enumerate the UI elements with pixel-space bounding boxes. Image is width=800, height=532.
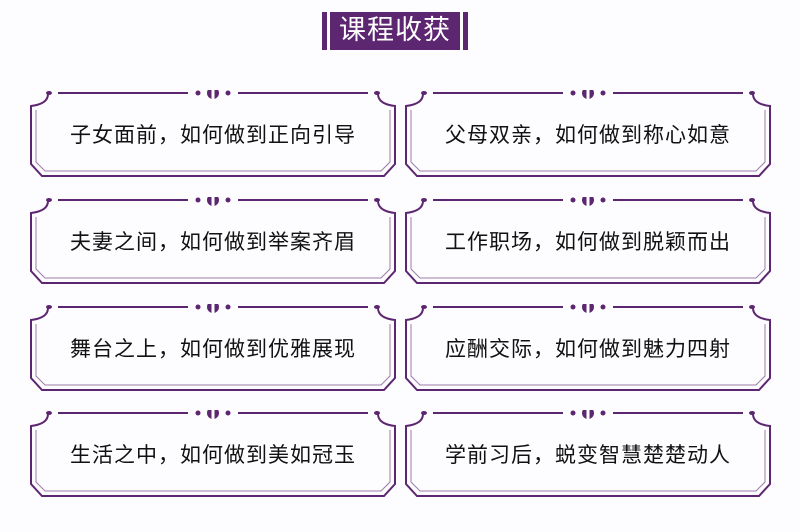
card-text: 应酬交际，如何做到魅力四射 <box>445 337 731 361</box>
ornate-frame-icon <box>405 90 771 177</box>
course-benefit-card: 子女面前，如何做到正向引导 <box>28 90 398 182</box>
ornate-frame-icon <box>30 90 396 177</box>
ornate-frame-icon <box>405 197 771 284</box>
course-benefit-card: 应酬交际，如何做到魅力四射 <box>403 304 773 396</box>
card-text: 父母双亲，如何做到称心如意 <box>445 123 731 147</box>
ornate-frame-icon <box>30 197 396 284</box>
ornate-frame-icon <box>405 304 771 391</box>
title-bar-left <box>322 12 327 50</box>
course-benefit-card: 舞台之上，如何做到优雅展现 <box>28 304 398 396</box>
card-text: 工作职场，如何做到脱颖而出 <box>445 230 731 254</box>
ornate-frame-icon <box>30 410 396 497</box>
ornate-frame-icon <box>30 304 396 391</box>
card-text: 舞台之上，如何做到优雅展现 <box>70 337 356 361</box>
course-benefit-card: 学前习后，蜕变智慧楚楚动人 <box>403 410 773 502</box>
ornate-frame-icon <box>405 410 771 497</box>
course-benefit-card: 夫妻之间，如何做到举案齐眉 <box>28 197 398 289</box>
card-text: 学前习后，蜕变智慧楚楚动人 <box>445 443 731 467</box>
card-text: 生活之中，如何做到美如冠玉 <box>70 443 356 467</box>
title-bar-right <box>463 12 468 50</box>
course-benefit-card: 工作职场，如何做到脱颖而出 <box>403 197 773 289</box>
card-text: 夫妻之间，如何做到举案齐眉 <box>70 230 356 254</box>
course-benefit-card: 父母双亲，如何做到称心如意 <box>403 90 773 182</box>
card-text: 子女面前，如何做到正向引导 <box>70 123 356 147</box>
course-benefit-card: 生活之中，如何做到美如冠玉 <box>28 410 398 502</box>
title-text: 课程收获 <box>330 12 460 50</box>
section-title: 课程收获 <box>322 12 468 50</box>
